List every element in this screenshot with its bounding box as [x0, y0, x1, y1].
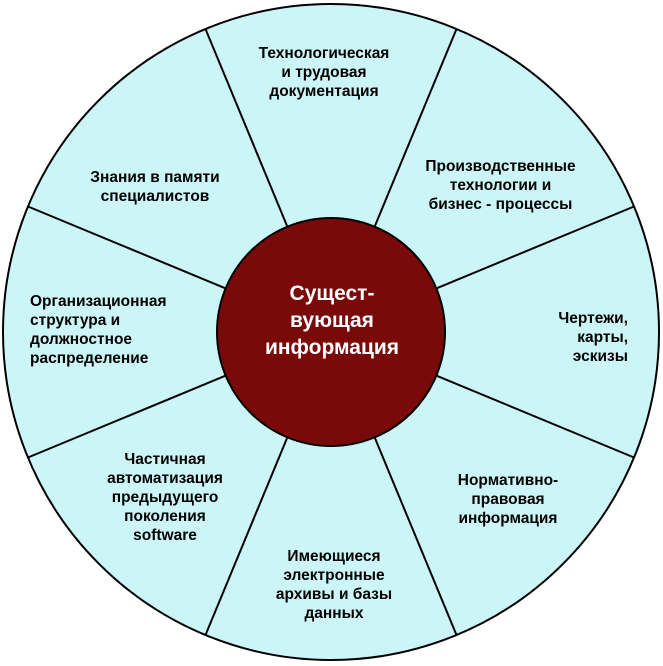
segment-divider	[373, 28, 458, 228]
segment-divider	[373, 436, 458, 636]
segment-label-partial-automation: Частичная автоматизация предыдущего поко…	[107, 451, 223, 544]
central-hub	[216, 217, 446, 447]
segment-label-tech-docs: Технологическая и трудовая документация	[258, 45, 390, 100]
segment-divider	[435, 374, 635, 459]
center-label: Сущест- вующая информация	[264, 282, 400, 359]
segment-label-drawings-maps: Чертежи, карты, эскизы	[558, 310, 628, 365]
segment-divider	[204, 436, 289, 636]
segment-label-normative-legal: Нормативно- правовая информация	[457, 472, 559, 527]
segment-divider	[27, 374, 227, 459]
segment-divider	[435, 205, 635, 290]
segment-label-production-processes: Производственные технологии и бизнес - п…	[425, 158, 576, 213]
segment-divider	[27, 205, 227, 290]
segment-label-specialist-knowledge: Знания в памяти специалистов	[90, 169, 220, 205]
segment-divider	[204, 28, 289, 228]
segment-label-org-structure: Организационная структура и должностное …	[30, 293, 167, 367]
segment-label-electronic-archives: Имеющиеся электронные архивы и базы данн…	[275, 548, 393, 622]
segment-dividers	[27, 28, 635, 636]
